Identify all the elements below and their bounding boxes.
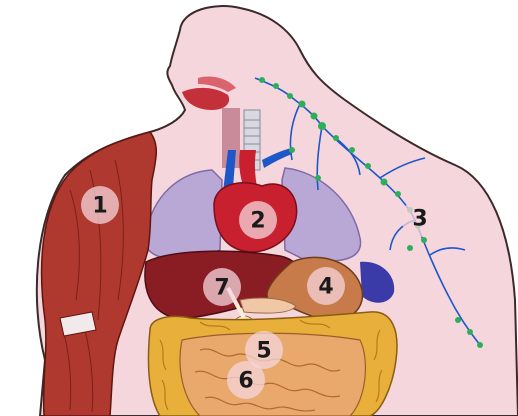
label-badge-6: 6 (227, 361, 265, 399)
label-badge-1: 1 (81, 186, 119, 224)
label-1-text: 1 (92, 194, 107, 219)
label-badge-2: 2 (239, 201, 277, 239)
label-5-text: 5 (256, 339, 271, 364)
label-4-text: 4 (318, 275, 333, 300)
label-badge-7: 7 (203, 268, 241, 306)
label-badge-3: 3 (401, 199, 439, 237)
label-3-text: 3 (412, 207, 427, 232)
label-7-text: 7 (214, 276, 229, 301)
label-6-text: 6 (238, 369, 253, 394)
label-2-text: 2 (250, 209, 265, 234)
label-badge-4: 4 (307, 267, 345, 305)
